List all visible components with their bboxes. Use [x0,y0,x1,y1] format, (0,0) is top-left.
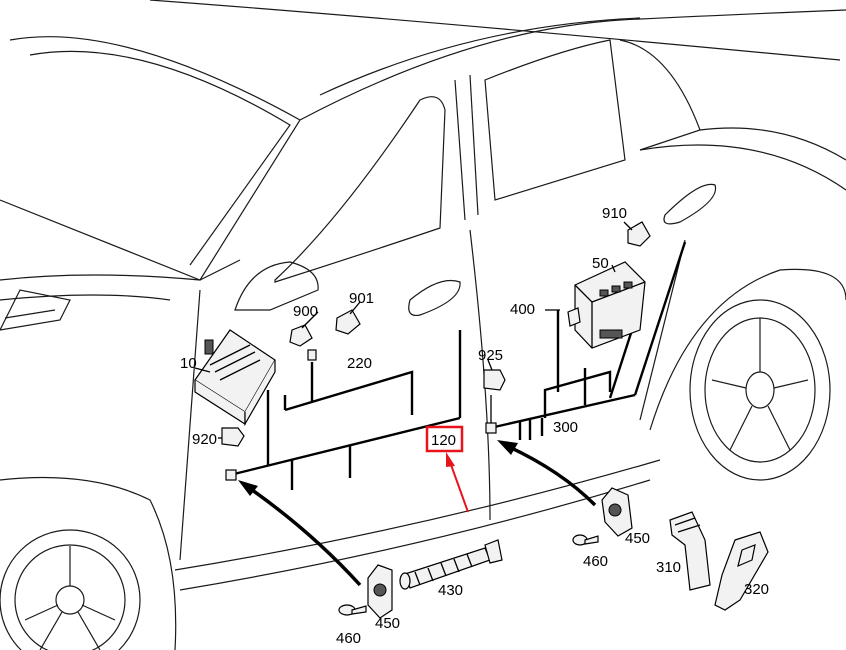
connector-901 [335,309,361,335]
highlight-box-120 [425,425,464,453]
label-220: 220 [347,355,372,372]
label-910: 910 [602,205,627,222]
label-50: 50 [592,255,609,272]
label-450-right: 450 [625,530,650,547]
control-module-50 [567,261,646,349]
label-430: 430 [438,582,463,599]
label-10: 10 [180,355,197,372]
leader-lines [194,221,633,439]
rear-door-harness [489,241,687,440]
bolt-460-right [572,534,599,546]
connector-910 [627,221,651,247]
label-310: 310 [656,559,681,576]
label-460-left: 460 [336,630,361,647]
control-module-10 [194,329,276,427]
grommet-450-right [601,487,633,537]
connector-900 [289,324,313,347]
label-300: 300 [553,419,578,436]
cable-boot-320 [714,531,769,611]
label-120: 120 [431,432,456,449]
label-320: 320 [744,581,769,598]
label-900: 900 [293,303,318,320]
cable-boot-310 [669,511,711,591]
front-door-harness [229,330,462,490]
connector-925 [483,369,506,434]
routing-arrow-front [238,480,362,587]
label-400: 400 [510,301,535,318]
bolt-460-left [338,604,367,616]
label-920: 920 [192,431,217,448]
label-450-left: 450 [375,615,400,632]
corrugated-tube-430 [399,539,503,590]
label-460-right: 460 [583,553,608,570]
routing-arrow-rear [497,440,597,507]
connector-920 [221,427,245,481]
grommet-450-left [367,564,393,619]
highlight-arrow [446,452,469,513]
connector-stub [307,349,317,361]
label-901: 901 [349,290,374,307]
label-925: 925 [478,347,503,364]
